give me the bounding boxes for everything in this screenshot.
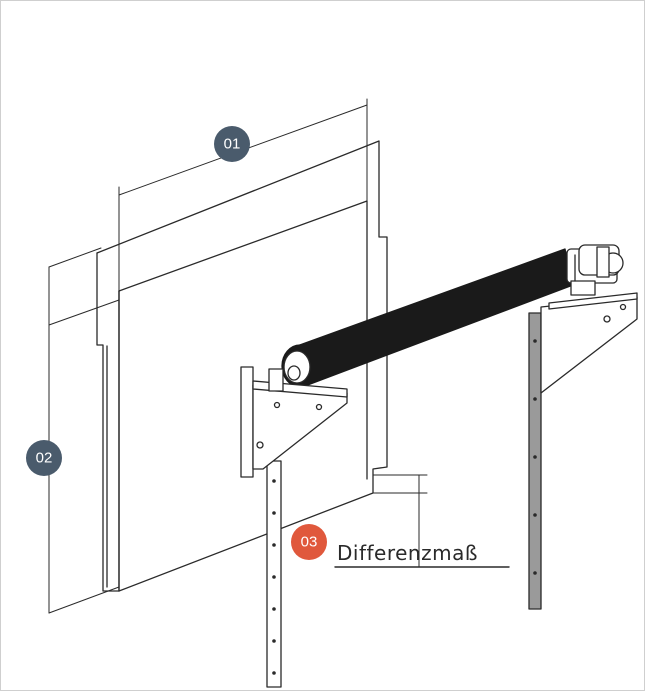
- dimension-01: [118, 98, 368, 302]
- badge-01: 01: [214, 126, 250, 162]
- dimension-02: [48, 247, 120, 614]
- badge-03-label: 03: [301, 534, 318, 551]
- badge-02: 02: [26, 440, 62, 476]
- callout-label: Differenzmaß: [337, 541, 478, 565]
- right-rail: [528, 312, 542, 610]
- left-bracket: [240, 366, 348, 478]
- left-rail: [266, 460, 282, 688]
- right-bracket: [540, 292, 638, 394]
- dimension-03: [334, 474, 510, 568]
- roller-drum: [281, 248, 574, 388]
- badge-01-label: 01: [224, 136, 241, 153]
- badge-01-circle: [214, 126, 250, 162]
- badge-03-circle: [291, 524, 327, 560]
- motor-unit: [566, 244, 624, 296]
- badge-03: 03: [291, 524, 327, 560]
- badge-02-label: 02: [36, 450, 53, 467]
- badge-02-circle: [26, 440, 62, 476]
